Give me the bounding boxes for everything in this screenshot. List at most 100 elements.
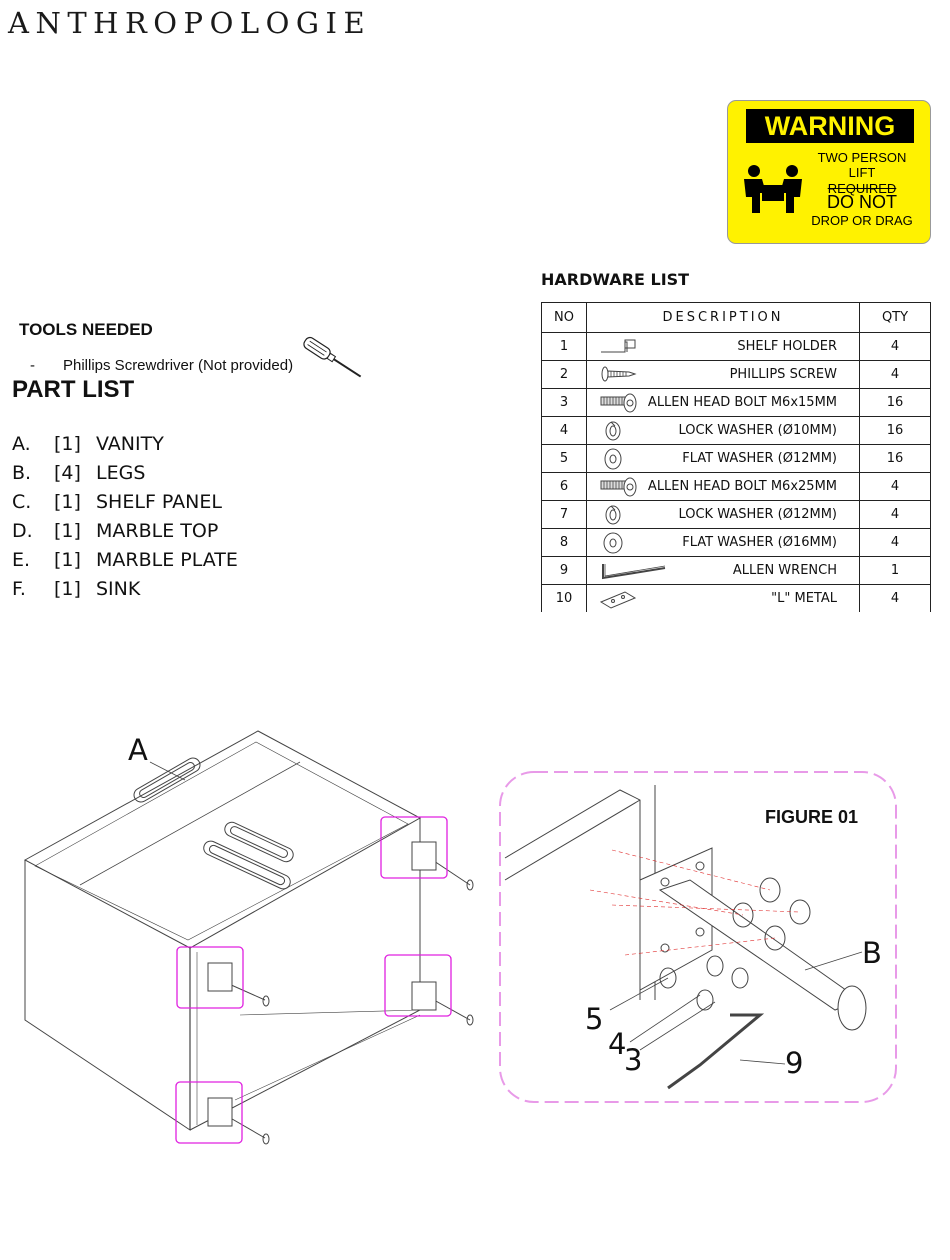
table-row: 8 FLAT WASHER (Ø16MM) 4 (541, 528, 931, 557)
highlight-boxes (175, 816, 452, 1144)
figure-frame (499, 771, 897, 1103)
lock-washer-icon (605, 421, 621, 441)
part-letter: B. (12, 462, 32, 484)
row-no: 4 (541, 416, 587, 445)
row-no: 7 (541, 500, 587, 529)
callout-leg: B (862, 936, 882, 970)
table-row: 3 ALLEN HEAD BOLT M6x15MM 16 (541, 388, 931, 417)
part-item: A. [1] VANITY (12, 430, 238, 459)
part-item: D.[1]MARBLE TOP (12, 517, 238, 546)
row-description: ALLEN WRENCH (586, 556, 860, 585)
row-qty: 4 (859, 500, 931, 529)
row-description: SHELF HOLDER (586, 332, 860, 361)
tools-bullet: - (30, 357, 35, 374)
row-description-label: LOCK WASHER (Ø12MM) (678, 507, 837, 522)
hardware-header-row: NO DESCRIPTION QTY (541, 302, 931, 333)
part-qty: [1] (54, 578, 81, 600)
screwdriver-icon (303, 336, 362, 378)
part-name: MARBLE PLATE (96, 549, 238, 571)
row-description: ALLEN HEAD BOLT M6x15MM (586, 388, 860, 417)
bolt-icon (600, 393, 637, 413)
row-no: 10 (541, 584, 587, 612)
callout-wrench: 9 (785, 1046, 804, 1080)
part-item: C.[1]SHELF PANEL (12, 488, 238, 517)
warning-required: REQUIRED (827, 181, 897, 196)
row-description: "L" METAL (586, 584, 860, 612)
brand-logo: ANTHROPOLOGIE (8, 6, 372, 40)
row-no: 6 (541, 472, 587, 501)
row-description-label: LOCK WASHER (Ø10MM) (678, 423, 837, 438)
table-row: 9 ALLEN WRENCH 1 (541, 556, 931, 585)
row-description-label: ALLEN HEAD BOLT M6x15MM (647, 395, 837, 410)
shelf-holder-icon (601, 339, 636, 353)
row-qty: 1 (859, 556, 931, 585)
figure-callout-lines (609, 951, 863, 1065)
tools-item: -Phillips Screwdriver (Not provided) (30, 357, 293, 374)
row-description-label: ALLEN HEAD BOLT M6x25MM (647, 479, 837, 494)
row-no: 5 (541, 444, 587, 473)
assembly-diagram (23, 730, 897, 1145)
header-description: DESCRIPTION (586, 302, 860, 333)
warning-do-not: DO NOT (827, 192, 897, 212)
callout-line-a (149, 761, 186, 781)
row-description: LOCK WASHER (Ø10MM) (586, 416, 860, 445)
header-qty: QTY (859, 302, 931, 333)
row-qty: 16 (859, 416, 931, 445)
part-name: SINK (96, 578, 141, 600)
hardware-list-title: HARDWARE LIST (541, 270, 690, 289)
row-description-label: "L" METAL (771, 591, 837, 606)
row-qty: 4 (859, 584, 931, 612)
table-row: 10 "L" METAL 4 (541, 584, 931, 612)
screw-icon (601, 366, 637, 382)
flat-washer-icon (603, 532, 623, 554)
part-name: SHELF PANEL (96, 491, 222, 513)
allen-wrench-icon (602, 564, 666, 580)
row-qty: 4 (859, 332, 931, 361)
lock-washer-icon (605, 505, 621, 525)
bolt-icon (600, 477, 637, 497)
callout-lock-washer: 4 (608, 1027, 627, 1061)
row-description-label: FLAT WASHER (Ø12MM) (682, 451, 837, 466)
part-item: F. [1] SINK (12, 575, 238, 604)
part-list-title: PART LIST (12, 376, 135, 403)
figure-guide-lines (589, 849, 801, 956)
row-description: ALLEN HEAD BOLT M6x25MM (586, 472, 860, 501)
row-description: FLAT WASHER (Ø12MM) (586, 444, 860, 473)
warning-two-person: TWO PERSON LIFT (817, 150, 907, 180)
row-qty: 4 (859, 360, 931, 389)
header-no: NO (541, 302, 587, 333)
tools-title: TOOLS NEEDED (19, 320, 153, 339)
row-no: 8 (541, 528, 587, 557)
flat-washer-icon (604, 448, 622, 470)
part-letter: E. (12, 549, 31, 571)
part-qty: [1] (54, 433, 81, 455)
callout-washer: 5 (585, 1002, 604, 1036)
row-no: 9 (541, 556, 587, 585)
part-letter: A. (12, 433, 31, 455)
part-qty: [4] (54, 462, 81, 484)
row-no: 2 (541, 360, 587, 389)
part-letter: F. (12, 578, 26, 600)
hardware-table: NO DESCRIPTION QTY 1 SHELF HOLDER 4 2 PH… (541, 302, 931, 612)
table-row: 4 LOCK WASHER (Ø10MM) 16 (541, 416, 931, 445)
row-description: PHILLIPS SCREW (586, 360, 860, 389)
row-qty: 4 (859, 528, 931, 557)
part-qty: [1] (54, 491, 81, 513)
warning-title: WARNING (746, 109, 914, 143)
table-row: 1 SHELF HOLDER 4 (541, 332, 931, 361)
table-row: 5 FLAT WASHER (Ø12MM) 16 (541, 444, 931, 473)
row-description: FLAT WASHER (Ø16MM) (586, 528, 860, 557)
part-item: E. [1] MARBLE PLATE (12, 546, 238, 575)
table-row: 7 LOCK WASHER (Ø12MM) 4 (541, 500, 931, 529)
l-metal-icon (599, 591, 637, 609)
row-description-label: SHELF HOLDER (737, 339, 837, 354)
table-row: 2 PHILLIPS SCREW 4 (541, 360, 931, 389)
part-qty: [1] (54, 520, 81, 542)
row-qty: 4 (859, 472, 931, 501)
part-name: VANITY (96, 433, 164, 455)
row-no: 1 (541, 332, 587, 361)
row-description-label: FLAT WASHER (Ø16MM) (682, 535, 837, 550)
figure-detail (504, 785, 867, 1090)
part-qty: [1] (54, 549, 81, 571)
callout-bolt: 3 (624, 1043, 643, 1077)
